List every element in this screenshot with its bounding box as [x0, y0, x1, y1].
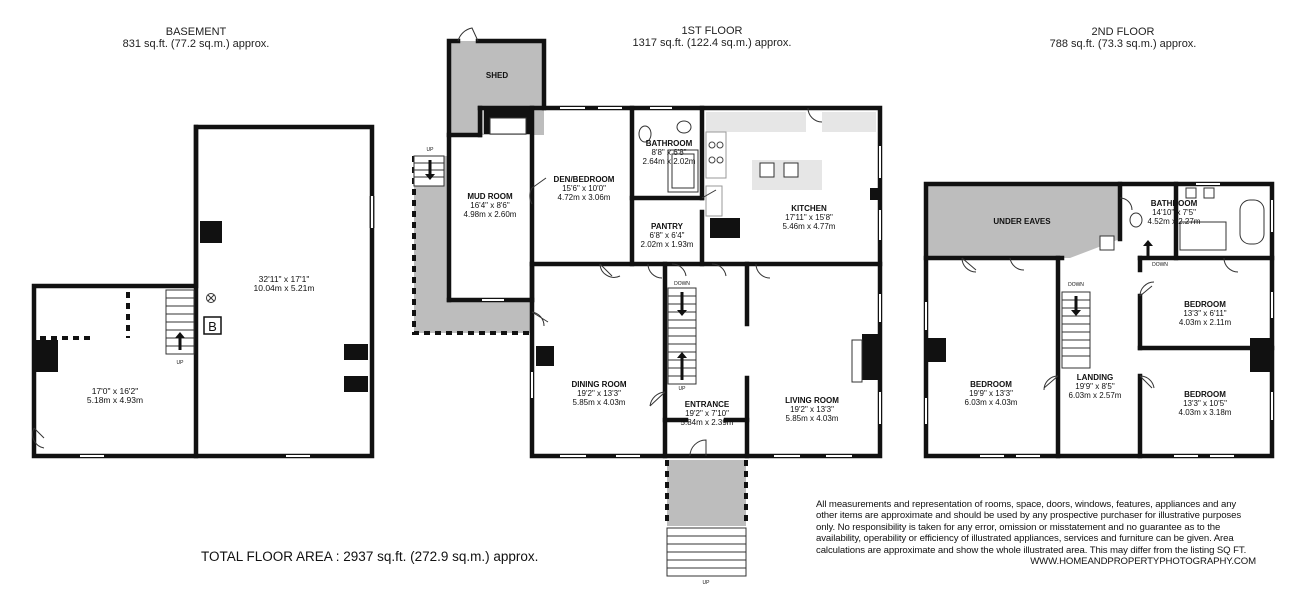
first-floor-header: 1ST FLOOR 1317 sq.ft. (122.4 sq.m.) appr…	[582, 25, 842, 49]
mud-room-dim2: 4.98m x 2.60m	[464, 210, 517, 219]
second-floor-area: 788 sq.ft. (73.3 sq.m.) approx.	[1049, 38, 1197, 50]
landing-name: LANDING	[1077, 373, 1113, 382]
bedroom-c-name: BEDROOM	[1184, 390, 1226, 399]
bathroom-steps	[1143, 240, 1153, 258]
landing-dim1: 19'9" x 8'5"	[1075, 382, 1115, 391]
entrance-dim1: 19'2" x 7'10"	[685, 409, 729, 418]
bedroom-a-name: BEDROOM	[970, 380, 1012, 389]
basement-plan: B UP 32'11" x 17'1" 10.04m x 5.21m 17'0"…	[31, 124, 375, 459]
entrance-up-label: UP	[679, 386, 687, 392]
first-floor-plan: SHED UP	[412, 27, 883, 586]
bathroom-2-name: BATHROOM	[1151, 199, 1198, 208]
living-room-dim2: 5.85m x 4.03m	[786, 414, 839, 423]
front-steps	[666, 527, 747, 577]
mud-room-dim1: 16'4" x 8'6"	[470, 201, 510, 210]
dining-room-dim1: 19'2" x 13'3"	[577, 389, 621, 398]
dining-room-name: DINING ROOM	[571, 380, 626, 389]
disclaimer-text: All measurements and representation of r…	[816, 499, 1247, 556]
mud-room-name: MUD ROOM	[467, 192, 513, 201]
entrance-stairs	[667, 287, 697, 385]
bedroom-c-dim2: 4.03m x 3.18m	[1179, 408, 1232, 417]
landing-dim2: 6.03m x 2.57m	[1069, 391, 1122, 400]
basement-up-label: UP	[177, 360, 185, 366]
basement-area: 831 sq.ft. (77.2 sq.m.) approx.	[122, 38, 270, 50]
bathroom-2-dim1: 14'10" x 7'5"	[1152, 208, 1196, 217]
bathroom-1-dim2: 2.64m x 2.02m	[643, 157, 696, 166]
bedroom-b-dim2: 4.03m x 2.11m	[1179, 318, 1232, 327]
pantry-dim2: 2.02m x 1.93m	[641, 240, 694, 249]
first-floor-title: 1ST FLOOR	[681, 25, 743, 37]
pantry-dim1: 6'8" x 6'4"	[650, 231, 685, 240]
basement-header: BASEMENT 831 sq.ft. (77.2 sq.m.) approx.	[66, 26, 326, 50]
dining-room-dim2: 5.85m x 4.03m	[573, 398, 626, 407]
den-bedroom-dim1: 15'6" x 10'0"	[562, 184, 606, 193]
disclaimer-block: All measurements and representation of r…	[816, 499, 1256, 567]
shed-label: SHED	[486, 71, 508, 80]
den-bedroom-dim2: 4.72m x 3.06m	[558, 193, 611, 202]
bedroom-b-name: BEDROOM	[1184, 300, 1226, 309]
basement-main-dim1: 32'11" x 17'1"	[259, 274, 310, 284]
website-url[interactable]: WWW.HOMEANDPROPERTYPHOTOGRAPHY.COM	[1030, 556, 1256, 568]
first-floor-area: 1317 sq.ft. (122.4 sq.m.) approx.	[632, 37, 792, 49]
boiler-b-label: B	[208, 319, 217, 334]
bathroom-2-dim2: 4.52m x 2.27m	[1148, 217, 1201, 226]
bathroom-1-name: BATHROOM	[646, 139, 693, 148]
kitchen-dim1: 17'11" x 15'8"	[785, 213, 833, 222]
entrance-down-label: DOWN	[674, 281, 690, 287]
bathroom-1-dim1: 8'8" x 6'8"	[652, 148, 687, 157]
mudroom-up-label: UP	[427, 147, 435, 153]
bathroom-down-label: DOWN	[1152, 262, 1168, 268]
kitchen-dim2: 5.46m x 4.77m	[783, 222, 836, 231]
bedroom-a-dim1: 19'9" x 13'3"	[969, 389, 1013, 398]
basement-title: BASEMENT	[165, 26, 227, 38]
bedroom-b-dim1: 13'3" x 6'11"	[1183, 309, 1226, 318]
basement-stairs	[165, 289, 195, 355]
living-room-name: LIVING ROOM	[785, 396, 839, 405]
second-floor-title: 2ND FLOOR	[1091, 26, 1155, 38]
bedroom-c-dim1: 13'3" x 10'5"	[1183, 399, 1227, 408]
basement-main-dim2: 10.04m x 5.21m	[254, 283, 315, 293]
landing-stairs	[1061, 291, 1091, 369]
landing-down-label: DOWN	[1068, 282, 1084, 288]
basement-side-dim2: 5.18m x 4.93m	[87, 395, 143, 405]
entrance-name: ENTRANCE	[685, 400, 730, 409]
kitchen-name: KITCHEN	[791, 204, 827, 213]
living-room-dim1: 19'2" x 13'3"	[790, 405, 834, 414]
total-floor-area: TOTAL FLOOR AREA : 2937 sq.ft. (272.9 sq…	[201, 549, 539, 564]
front-steps-up-label: UP	[703, 580, 711, 586]
pantry-name: PANTRY	[651, 222, 684, 231]
bedroom-a-dim2: 6.03m x 4.03m	[965, 398, 1018, 407]
under-eaves-label: UNDER EAVES	[993, 217, 1051, 226]
second-floor-plan: DOWN DOWN UNDER EAVES BATHROOM 14'10" x …	[923, 181, 1275, 459]
mudroom-stairs	[413, 155, 445, 187]
entrance-dim2: 5.84m x 2.39m	[681, 418, 734, 427]
second-floor-header: 2ND FLOOR 788 sq.ft. (73.3 sq.m.) approx…	[993, 26, 1253, 50]
basement-side-dim1: 17'0" x 16'2"	[92, 386, 139, 396]
den-bedroom-name: DEN/BEDROOM	[554, 175, 615, 184]
